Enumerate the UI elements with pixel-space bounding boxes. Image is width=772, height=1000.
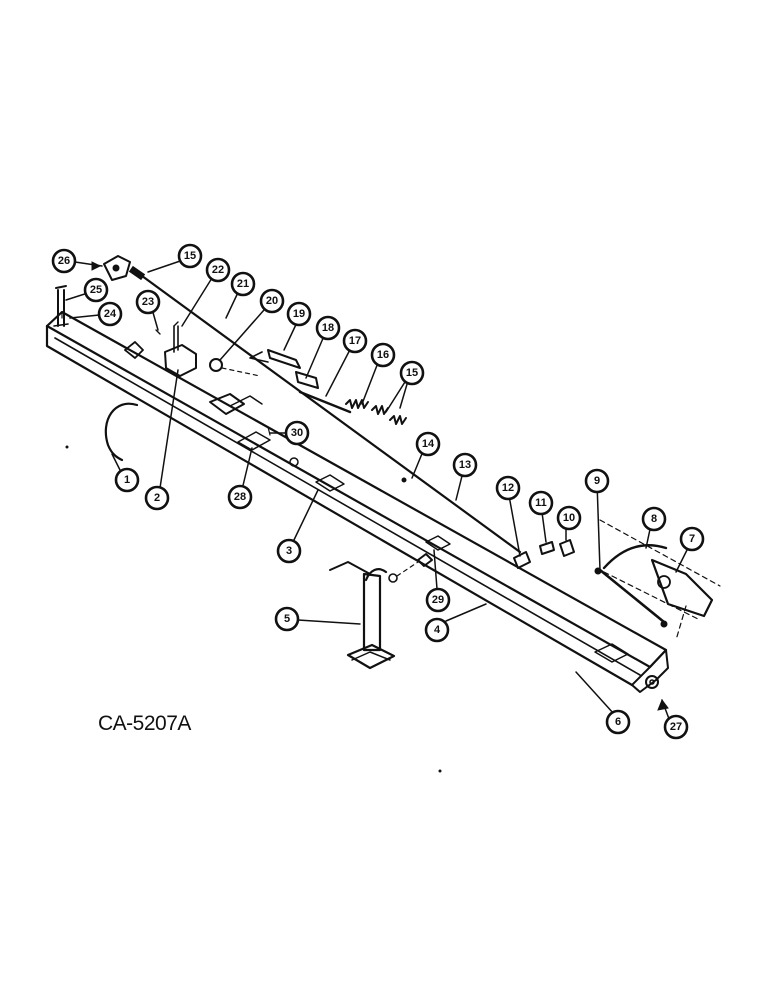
svg-text:20: 20	[266, 295, 278, 307]
callout-balloons: 1 2 3 4 5 6 7 8 9 10 11 12 13 14 15 15 1…	[51, 243, 705, 740]
callout-25: 25	[83, 277, 109, 303]
callout-10: 10	[556, 505, 582, 531]
svg-text:5: 5	[284, 613, 290, 625]
callout-26: 26	[51, 248, 77, 274]
cable-assembly	[53, 255, 575, 569]
callout-28: 28	[227, 484, 253, 510]
callout-11: 11	[528, 490, 554, 516]
drawing-code: CA-5207A	[98, 712, 191, 735]
svg-text:17: 17	[349, 335, 361, 347]
svg-text:29: 29	[432, 594, 444, 606]
svg-text:27: 27	[670, 721, 682, 733]
svg-text:21: 21	[237, 278, 249, 290]
callout-19: 19	[286, 301, 312, 327]
speck	[65, 445, 69, 449]
callout-4: 4	[424, 617, 450, 643]
svg-text:3: 3	[286, 545, 292, 557]
callout-2: 2	[144, 485, 170, 511]
callout-9: 9	[584, 468, 610, 494]
svg-text:11: 11	[535, 497, 547, 509]
callout-27: 27	[663, 714, 689, 740]
arrowheads	[91, 261, 669, 711]
callout-20: 20	[259, 288, 285, 314]
svg-text:10: 10	[563, 512, 575, 524]
svg-text:22: 22	[212, 264, 224, 276]
svg-text:18: 18	[322, 322, 334, 334]
svg-text:14: 14	[422, 438, 435, 450]
svg-text:13: 13	[459, 459, 471, 471]
svg-text:8: 8	[651, 513, 657, 525]
callout-14: 14	[415, 431, 441, 457]
callout-7: 7	[679, 526, 705, 552]
clamp-ring	[104, 402, 139, 462]
callout-12: 12	[495, 475, 521, 501]
svg-text:15: 15	[184, 250, 196, 262]
bracket	[124, 321, 197, 377]
callout-15-right: 15	[399, 360, 425, 386]
callout-30: 30	[284, 420, 310, 446]
callout-15-top: 15	[177, 243, 203, 269]
svg-text:26: 26	[58, 255, 70, 267]
svg-text:16: 16	[377, 349, 389, 361]
callout-24: 24	[97, 301, 123, 327]
callout-3: 3	[276, 538, 302, 564]
svg-text:2: 2	[154, 492, 160, 504]
lever-assembly	[594, 519, 721, 641]
callout-5: 5	[274, 606, 300, 632]
callout-16: 16	[370, 342, 396, 368]
svg-text:6: 6	[615, 716, 621, 728]
callout-8: 8	[641, 506, 667, 532]
callout-22: 22	[205, 257, 231, 283]
svg-text:19: 19	[293, 308, 305, 320]
callout-13: 13	[452, 452, 478, 478]
callout-23: 23	[135, 289, 161, 315]
svg-text:24: 24	[104, 308, 117, 320]
svg-text:1: 1	[124, 474, 130, 486]
svg-text:30: 30	[291, 427, 303, 439]
svg-text:28: 28	[234, 491, 246, 503]
callout-18: 18	[315, 315, 341, 341]
svg-text:23: 23	[142, 296, 154, 308]
svg-text:15: 15	[406, 367, 418, 379]
svg-text:9: 9	[594, 475, 600, 487]
svg-text:25: 25	[90, 284, 102, 296]
callout-1: 1	[114, 467, 140, 493]
callout-29: 29	[425, 587, 451, 613]
jack-stand	[329, 553, 433, 670]
callout-21: 21	[230, 271, 256, 297]
svg-text:7: 7	[689, 533, 695, 545]
svg-text:12: 12	[502, 482, 514, 494]
callout-17: 17	[342, 328, 368, 354]
callout-6: 6	[605, 709, 631, 735]
tongue-beam	[45, 310, 669, 693]
speck	[438, 769, 442, 773]
svg-text:4: 4	[434, 624, 441, 636]
